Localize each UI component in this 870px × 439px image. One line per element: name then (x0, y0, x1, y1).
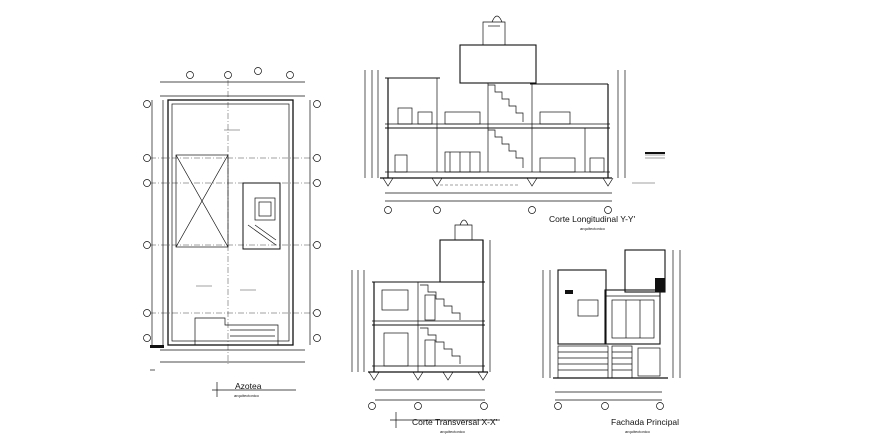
transverse-section (351, 219, 500, 428)
view-subtitle-fachada: arquitectonico (625, 429, 651, 434)
view-title-longitudinal: Corte Longitudinal Y-Y' (549, 214, 636, 224)
view-subtitle-azotea: arquitectonico (234, 393, 260, 398)
view-subtitle-transversal: arquitectonico (440, 429, 466, 434)
view-title-fachada: Fachada Principal (611, 417, 679, 427)
view-subtitle-longitudinal: arquitectonico (580, 226, 606, 231)
longitudinal-section (364, 15, 665, 214)
roof-plan (143, 67, 321, 397)
view-title-azotea: Azotea (235, 381, 262, 391)
main-facade (542, 249, 681, 410)
facade-dark-panel (655, 278, 665, 292)
view-title-transversal: Corte Transversal X-X' (412, 417, 498, 427)
